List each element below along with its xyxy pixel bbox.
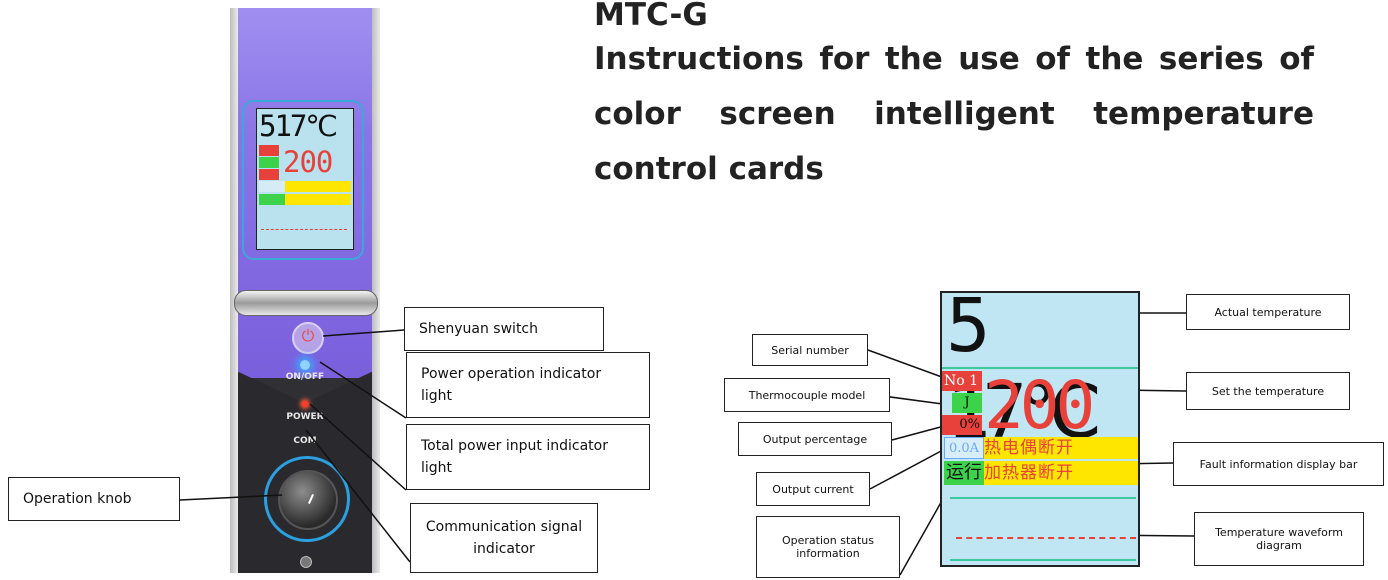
lcd-divider-top: [942, 367, 1138, 369]
device-screen-model: [259, 157, 279, 168]
com-label: COM: [293, 436, 317, 446]
lcd-output-current: 0.0A: [944, 437, 984, 459]
callout-communication-indicator: Communication signal indicator: [410, 503, 598, 573]
panel-handle[interactable]: [234, 290, 378, 316]
callout-output-current: Output current: [756, 472, 870, 506]
device-screen-fault-1: [285, 181, 351, 192]
device-screen-fault-2: [285, 194, 351, 205]
model-name: MTC-G: [594, 0, 708, 33]
power-icon: ⏻: [301, 326, 315, 345]
lcd-fault-line-2: 加热器断开: [984, 461, 1138, 485]
callout-shenyuan-switch: Shenyuan switch: [404, 307, 604, 351]
device-screen-status: [259, 194, 285, 205]
callout-serial-number: Serial number: [752, 334, 868, 366]
lcd-fault-line-1: 热电偶断开: [984, 437, 1138, 459]
lcd-temperature-waveform: [956, 537, 1136, 539]
power-switch-button[interactable]: ⏻: [292, 322, 324, 354]
device-screen-percent: [259, 169, 279, 180]
operation-knob[interactable]: [278, 470, 338, 530]
callout-set-temperature: Set the temperature: [1186, 372, 1350, 410]
lcd-screen-diagram: 5 17℃ No 1 J 0% 200 0.0A 热电偶断开 运行 加热器断开: [940, 291, 1140, 567]
device-screen-set-temp: 200: [283, 145, 333, 179]
power-label: POWER: [286, 412, 324, 422]
document-title: MTC-G Instructions for the use of the se…: [594, 0, 1314, 197]
device-screen-waveform: [261, 229, 347, 230]
knob-ring: [264, 456, 350, 542]
device-screen-current: [259, 181, 285, 192]
device-screen-serial: [259, 145, 279, 156]
title-description: Instructions for the use of the series o…: [594, 41, 1314, 187]
lcd-divider-bottom: [950, 559, 1136, 561]
callout-total-power-light: Total power input indicator light: [406, 424, 650, 490]
lcd-serial-number: No 1: [942, 371, 982, 391]
callout-operation-knob: Operation knob: [8, 477, 180, 521]
callout-fault-information: Fault information display bar: [1173, 442, 1384, 486]
callout-temperature-waveform: Temperature waveform diagram: [1194, 512, 1364, 566]
lcd-set-temp: 200: [984, 367, 1095, 444]
panel-screw: [300, 556, 312, 568]
panel-left-edge: [230, 8, 238, 573]
lcd-divider-wave: [950, 497, 1136, 499]
device-panel: 517℃ 200 ⏻ ON/OFF POWER COM: [230, 8, 380, 573]
lcd-output-percentage: 0%: [942, 415, 982, 435]
device-screen-actual-temp: 517℃: [259, 109, 338, 143]
onoff-label: ON/OFF: [285, 372, 325, 382]
device-screen: 517℃ 200: [256, 108, 354, 250]
callout-power-operation-light: Power operation indicator light: [406, 352, 650, 418]
callout-operation-status: Operation status information: [756, 516, 900, 578]
lcd-thermocouple-model: J: [952, 393, 982, 413]
panel-right-edge: [372, 8, 380, 573]
power-operation-led: [300, 360, 310, 370]
power-input-led: [302, 401, 308, 407]
callout-output-percentage: Output percentage: [738, 422, 892, 456]
callout-thermocouple-model: Thermocouple model: [724, 378, 890, 412]
callout-actual-temperature: Actual temperature: [1186, 294, 1350, 330]
screen-frame: [242, 100, 364, 260]
lcd-run-status: 运行: [944, 461, 984, 485]
